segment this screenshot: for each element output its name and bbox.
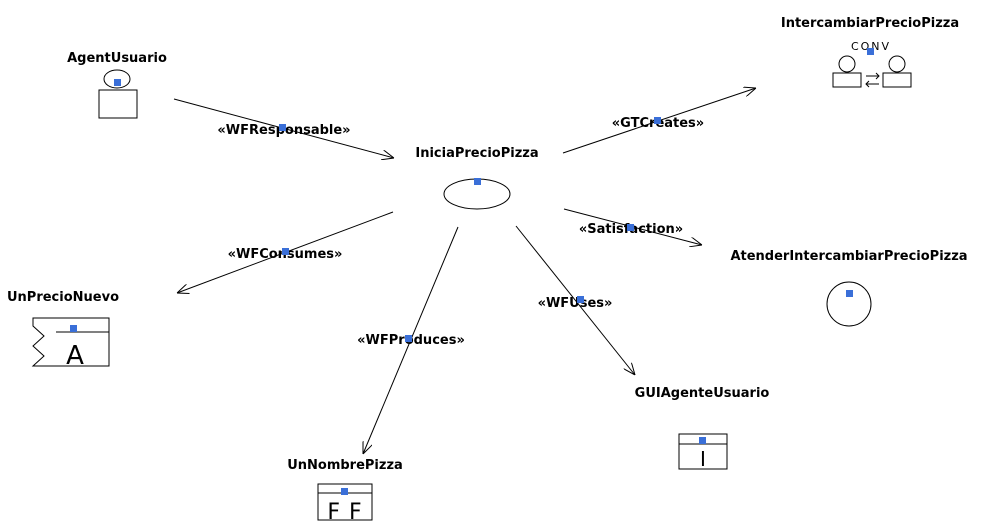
edge-handle[interactable] [577,296,584,303]
node-handle[interactable] [474,178,481,185]
conv-icon-text: CONV [851,40,891,53]
node-label-iniciapreciopizza: IniciaPrecioPizza [415,146,538,161]
node-handle[interactable] [114,79,121,86]
node-label-agentusuario: AgentUsuario [67,51,167,66]
node-unnombrepizza[interactable]: UnNombrePizza F F [287,458,403,521]
conversation-icon: CONV [832,40,912,88]
edge-gtcreates[interactable]: «GTCreates» [562,88,756,154]
edge-handle[interactable] [282,248,289,255]
edge-satisfaction[interactable]: «Satisfaction» [563,208,702,245]
node-handle[interactable] [341,488,348,495]
frame-icon-text: F F [327,500,362,521]
edge-label-wfuses: «WFUses» [538,296,613,311]
edge-wfproduces[interactable]: «WFProduces» [357,226,465,454]
node-handle[interactable] [70,325,77,332]
node-label-atenderintercambiarpreciopizza: AtenderIntercambiarPrecioPizza [730,249,967,264]
node-agentusuario[interactable]: AgentUsuario [67,51,167,119]
node-handle[interactable] [699,437,706,444]
edge-handle[interactable] [279,124,286,131]
node-handle[interactable] [846,290,853,297]
edge-wfconsumes[interactable]: «WFConsumes» [177,211,394,293]
edge-wfuses[interactable]: «WFUses» [515,225,635,375]
goal-circle-icon [826,281,872,327]
edge-handle[interactable] [405,335,412,342]
node-guiagenteusuario[interactable]: GUIAgenteUsuario I [635,386,770,471]
edge-wfresponsable[interactable]: «WFResponsable» [173,98,394,158]
node-handle[interactable] [867,48,874,55]
fact-icon-text: A [66,341,84,371]
node-label-unprecionuevo: UnPrecioNuevo [7,290,119,305]
node-atenderintercambiarpreciopizza[interactable]: AtenderIntercambiarPrecioPizza [730,249,968,327]
node-intercambiarpreciopizza[interactable]: IntercambiarPrecioPizza CONV [781,16,959,88]
node-label-unnombrepizza: UnNombrePizza [287,458,403,473]
node-label-intercambiarpreciopizza: IntercambiarPrecioPizza [781,16,959,31]
agent-icon [98,69,138,119]
node-label-guiagenteusuario: GUIAgenteUsuario [635,386,770,401]
fact-icon: A [31,317,110,371]
edge-handle[interactable] [627,224,634,231]
node-unprecionuevo[interactable]: UnPrecioNuevo A [7,290,119,371]
node-iniciapreciopizza[interactable]: IniciaPrecioPizza [415,146,539,210]
edge-handle[interactable] [654,117,661,124]
app-icon-text: I [700,447,706,471]
